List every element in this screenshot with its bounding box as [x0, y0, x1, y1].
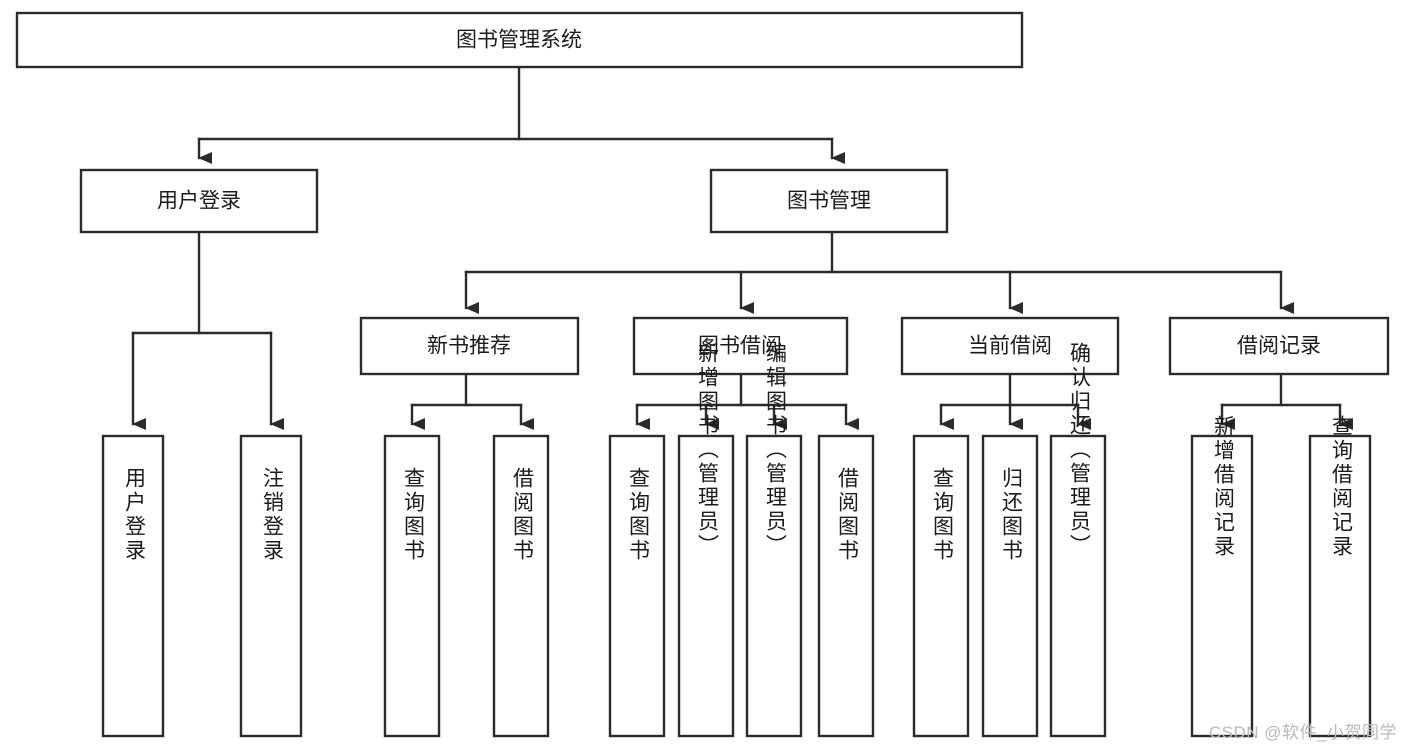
node-borrow-record[interactable]: 借阅记录: [1168, 316, 1390, 376]
leaf-user-logout-label: 注销登录: [260, 467, 284, 563]
leaf-confirm-return-rect: [1049, 434, 1107, 738]
leaf-borrow-book-1-label: 借阅图书: [510, 467, 534, 563]
node-user-login-rect: [79, 168, 319, 234]
leaf-query-book-3-rect: [912, 434, 970, 738]
leaf-add-book-label: 新增图书（管理员）: [695, 342, 719, 558]
leaf-confirm-return[interactable]: 确认归还（管理员）: [1049, 342, 1107, 738]
connector-lines: [131, 65, 1353, 430]
leaf-add-book[interactable]: 新增图书（管理员）: [677, 342, 735, 738]
node-book-borrow-label: 图书借阅: [698, 335, 782, 358]
leaf-user-login-label: 用户登录: [122, 467, 146, 563]
node-root-rect: [15, 11, 1024, 69]
leaf-confirm-return-label: 确认归还（管理员）: [1067, 342, 1091, 558]
node-book-manage-label: 图书管理: [787, 190, 871, 213]
leaf-query-book-2[interactable]: 查询图书: [608, 434, 666, 738]
node-borrow-record-label: 借阅记录: [1237, 335, 1321, 358]
node-current-borrow[interactable]: 当前借阅: [900, 316, 1120, 376]
leaf-add-record-label: 新增借阅记录: [1211, 415, 1235, 559]
leaf-return-book-rect: [981, 434, 1039, 738]
leaf-query-book-3-label: 查询图书: [930, 467, 954, 563]
leaf-add-record-rect: [1190, 434, 1254, 738]
leaf-query-book-3[interactable]: 查询图书: [912, 434, 970, 738]
leaf-borrow-book-1-rect: [492, 434, 550, 738]
leaf-borrow-book-2-rect: [817, 434, 875, 738]
node-borrow-record-rect: [1168, 316, 1390, 376]
node-root-system[interactable]: 图书管理系统: [15, 11, 1024, 69]
leaf-query-record-label: 查询借阅记录: [1329, 415, 1353, 559]
node-book-manage[interactable]: 图书管理: [709, 168, 949, 234]
node-user-login[interactable]: 用户登录: [79, 168, 319, 234]
node-root-label: 图书管理系统: [456, 29, 582, 52]
leaf-user-logout[interactable]: 注销登录: [239, 434, 303, 738]
leaf-add-record[interactable]: 新增借阅记录: [1190, 415, 1254, 738]
node-book-borrow[interactable]: 图书借阅: [632, 316, 849, 376]
leaf-query-book-1-label: 查询图书: [401, 467, 425, 563]
leaf-return-book[interactable]: 归还图书: [981, 434, 1039, 738]
leaf-borrow-book-2-label: 借阅图书: [835, 467, 859, 563]
leaf-edit-book-rect: [745, 434, 803, 738]
leaf-user-logout-rect: [239, 434, 303, 738]
node-user-login-label: 用户登录: [157, 190, 241, 213]
leaf-borrow-book-1[interactable]: 借阅图书: [492, 434, 550, 738]
node-book-manage-rect: [709, 168, 949, 234]
leaf-query-book-2-rect: [608, 434, 666, 738]
leaf-query-book-1[interactable]: 查询图书: [383, 434, 441, 738]
node-new-book-rec-rect: [359, 316, 580, 376]
node-current-borrow-rect: [900, 316, 1120, 376]
leaf-query-book-1-rect: [383, 434, 441, 738]
leaf-return-book-label: 归还图书: [999, 467, 1023, 563]
leaf-add-book-rect: [677, 434, 735, 738]
leaf-edit-book-label: 编辑图书（管理员）: [763, 342, 787, 558]
leaf-query-record-rect: [1308, 434, 1372, 738]
leaf-query-record[interactable]: 查询借阅记录: [1308, 415, 1372, 738]
node-current-borrow-label: 当前借阅: [968, 335, 1052, 358]
leaf-query-book-2-label: 查询图书: [626, 467, 650, 563]
leaf-borrow-book-2[interactable]: 借阅图书: [817, 434, 875, 738]
leaf-edit-book[interactable]: 编辑图书（管理员）: [745, 342, 803, 738]
leaf-user-login-rect: [101, 434, 165, 738]
node-book-borrow-rect: [632, 316, 849, 376]
leaf-user-login[interactable]: 用户登录: [101, 434, 165, 738]
node-new-book-rec[interactable]: 新书推荐: [359, 316, 580, 376]
node-new-book-rec-label: 新书推荐: [427, 335, 511, 358]
